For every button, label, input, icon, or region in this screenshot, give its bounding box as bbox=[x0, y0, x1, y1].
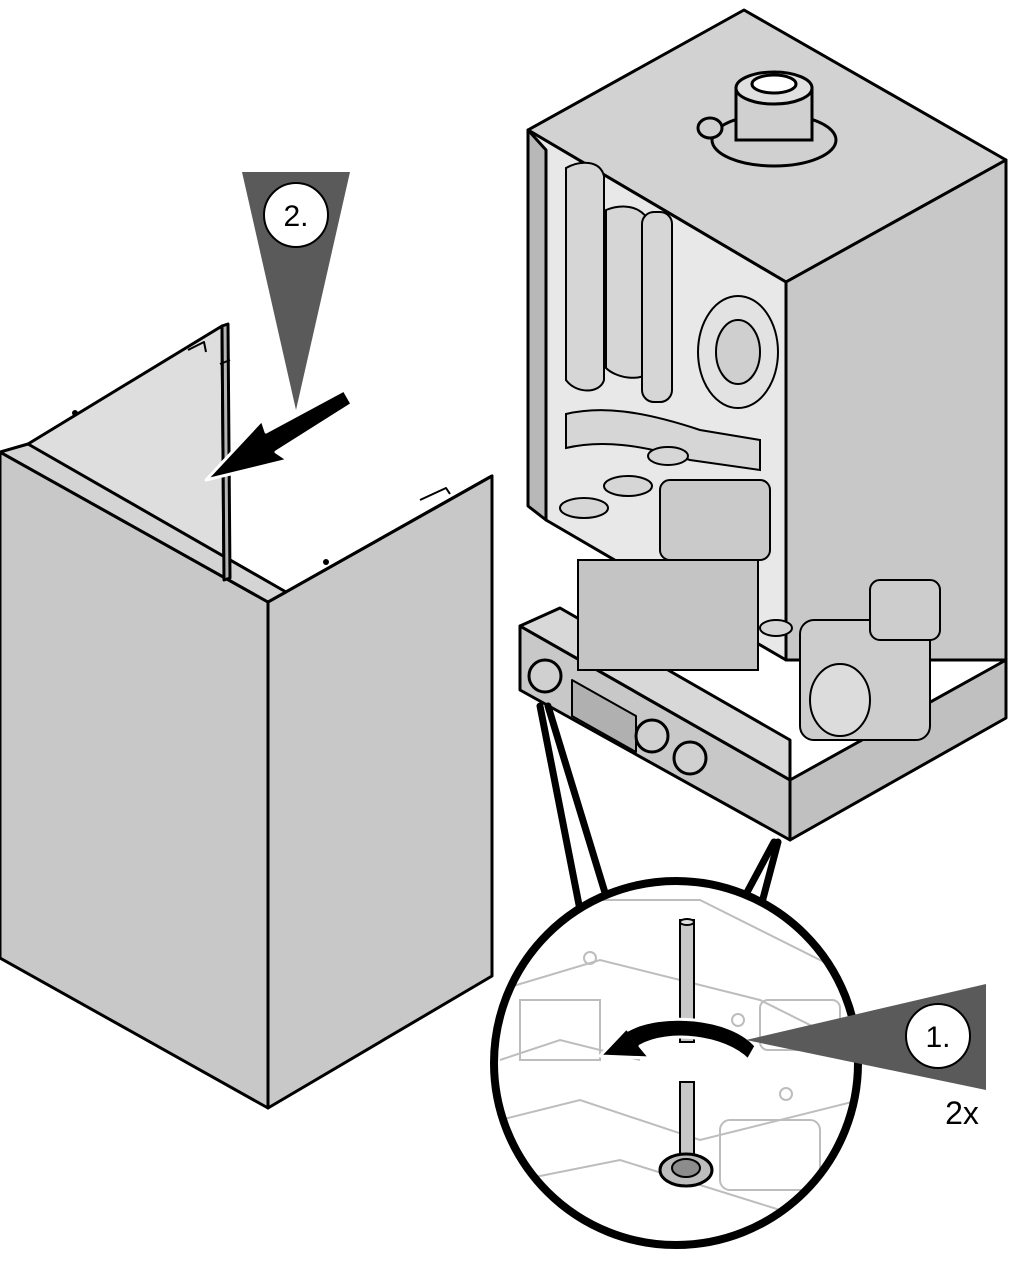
repeat-count-label: 2x bbox=[945, 1095, 979, 1131]
dial-knob bbox=[672, 740, 708, 776]
step1-badge bbox=[905, 1003, 971, 1069]
push-arrow-icon bbox=[204, 388, 354, 482]
step1-callout: 1. 2x bbox=[746, 984, 986, 1131]
screw-icon bbox=[658, 918, 714, 1188]
front-casing-panel bbox=[0, 322, 494, 1110]
internal-components bbox=[559, 161, 941, 741]
step2-callout: 2. bbox=[242, 172, 350, 410]
dial-knob bbox=[634, 718, 670, 754]
step2-badge bbox=[263, 182, 329, 248]
step1-label: 1. bbox=[925, 1021, 950, 1054]
step2-label: 2. bbox=[283, 200, 308, 233]
magnifier-detail bbox=[490, 877, 862, 1249]
rotate-arrow-icon bbox=[598, 1016, 758, 1062]
flue-outlet bbox=[696, 70, 838, 168]
